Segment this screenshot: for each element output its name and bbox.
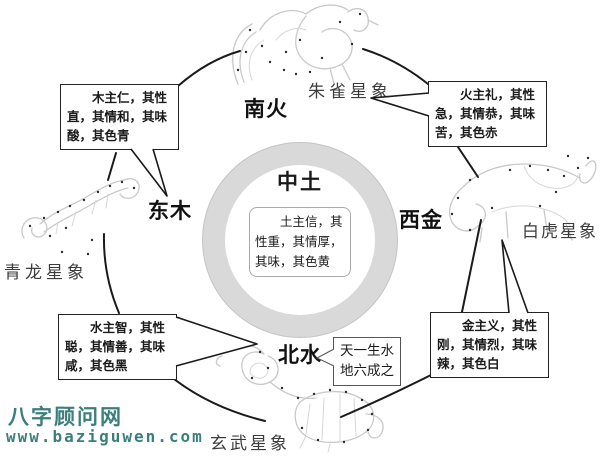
label-north-water: 北水 — [278, 342, 322, 367]
label-vermilion-bird: 朱雀星象 — [308, 82, 392, 102]
wood-callout-box: 木主仁，其性直，其情和，其味酸，其色青 — [60, 84, 179, 151]
metal-callout-box: 金主义，其性刚，其情烈，其味辣，其色白 — [430, 312, 549, 379]
label-black-tortoise: 玄武星象 — [210, 434, 290, 454]
white-tiger-stars — [450, 154, 590, 232]
label-south-fire: 南火 — [244, 96, 288, 121]
label-west-metal: 西金 — [399, 207, 443, 232]
watermark-site-name: 八字顾问网 — [8, 405, 123, 429]
water-note-box: 天一生水 地六成之 — [333, 337, 401, 387]
vermilion-bird-drawing — [232, 4, 379, 85]
fire-callout-box: 火主礼，其性急，其情恭，其味苦，其色赤 — [428, 81, 547, 148]
water-callout-box: 水主智，其性聪，其情善，其味咸，其色黑 — [58, 314, 177, 381]
watermark-site-url: www.baziguwen.com — [6, 427, 204, 446]
azure-dragon-stars — [28, 180, 136, 256]
center-earth-label: 中土 — [277, 169, 323, 194]
label-white-tiger: 白虎星象 — [522, 222, 598, 242]
label-azure-dragon: 青龙星象 — [4, 263, 88, 283]
cycle-arcs — [102, 48, 482, 422]
vermilion-bird-stars — [236, 12, 362, 76]
earth-callout-box: 土主信，其性重，其情厚，其味，其色黄 — [249, 207, 351, 277]
azure-dragon-drawing — [21, 178, 140, 256]
black-tortoise-stars — [230, 342, 374, 444]
label-east-wood: 东木 — [148, 198, 192, 223]
